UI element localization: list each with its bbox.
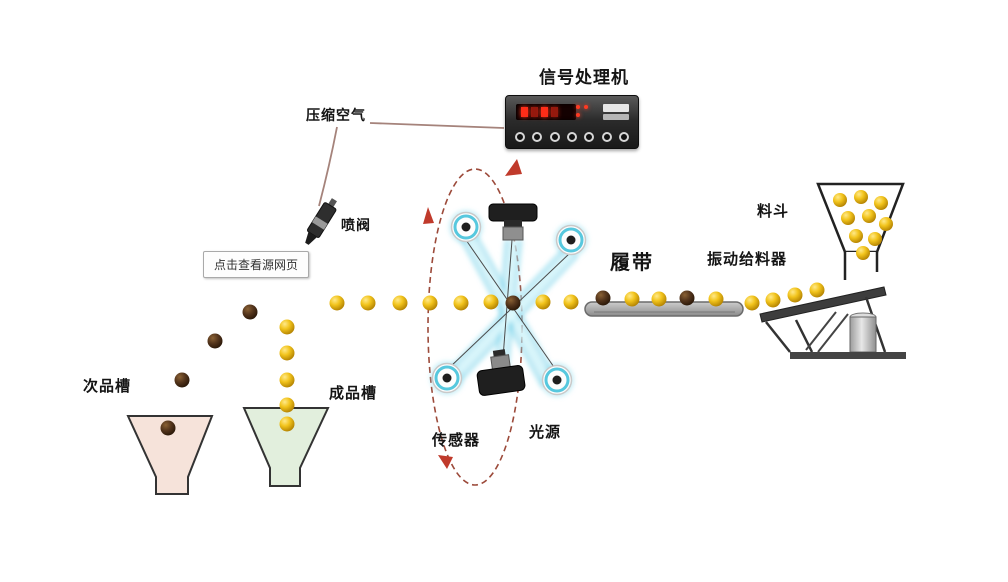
spray-valve-label: 喷阀: [341, 218, 371, 234]
sensor-label: 传感器: [432, 431, 481, 449]
good-ball: [833, 193, 847, 207]
good-ball: [422, 295, 438, 311]
bottom-camera: [476, 349, 526, 396]
defective-ball: [207, 333, 223, 349]
panel-button[interactable]: [618, 132, 629, 142]
defective-chute-label: 次品槽: [83, 377, 132, 395]
flow-arrow: [423, 207, 434, 224]
conveyor-label: 履带: [610, 250, 654, 274]
good-ball: [279, 416, 295, 432]
good-ball: [862, 209, 876, 223]
indicator-light: [576, 105, 580, 109]
defective-chute: [126, 415, 214, 495]
panel-button[interactable]: [532, 132, 543, 142]
good-ball: [360, 295, 376, 311]
good-ball: [624, 291, 640, 307]
panel-button[interactable]: [566, 132, 577, 142]
good-ball: [563, 294, 579, 310]
good-ball: [651, 291, 667, 307]
panel-button[interactable]: [584, 132, 595, 142]
good-ball: [279, 372, 295, 388]
good-ball: [279, 319, 295, 335]
panel-button[interactable]: [515, 132, 525, 142]
good-ball: [329, 295, 345, 311]
good-ball: [483, 294, 499, 310]
good-ball: [868, 232, 882, 246]
button-row: [515, 132, 629, 142]
product-balls: [160, 190, 893, 436]
good-ball: [854, 190, 868, 204]
panel-sticker: [603, 104, 629, 112]
led-segment: [520, 107, 528, 117]
good-ball: [708, 291, 724, 307]
sensor-lens: [541, 364, 573, 396]
led-segment: [540, 107, 548, 117]
panel-button[interactable]: [549, 132, 560, 142]
led-display: [516, 104, 576, 120]
defective-ball: [242, 304, 258, 320]
sensor-lenses: [431, 211, 587, 396]
good-ball: [841, 211, 855, 225]
good-ball: [874, 196, 888, 210]
panel-sticker: [603, 114, 629, 120]
indicator-light: [576, 113, 580, 117]
defective-ball: [595, 290, 611, 306]
defective-ball: [505, 295, 521, 311]
top-camera: [488, 203, 538, 241]
hopper-label: 料斗: [757, 202, 790, 220]
defective-ball: [160, 420, 176, 436]
defective-ball: [174, 372, 190, 388]
defective-ball: [679, 290, 695, 306]
led-segment: [550, 107, 558, 117]
finished-chute-label: 成品槽: [329, 384, 378, 402]
flow-arrows: [423, 159, 522, 469]
finished-chute: [242, 407, 330, 487]
good-ball: [856, 246, 870, 260]
sensor-lens: [555, 224, 587, 256]
good-ball: [809, 282, 825, 298]
signal-processor-device: [505, 95, 639, 149]
air-pipe-lines: [318, 122, 505, 207]
spray-valve-shape: [305, 198, 337, 245]
good-ball: [453, 295, 469, 311]
source-link-button[interactable]: 点击查看源网页: [203, 251, 310, 278]
compressed-air-label: 压缩空气: [306, 108, 366, 124]
good-ball: [535, 294, 551, 310]
good-ball: [765, 292, 781, 308]
flow-arrow: [438, 455, 453, 469]
good-ball: [744, 295, 760, 311]
flow-arrow: [505, 159, 522, 176]
panel-button[interactable]: [601, 132, 612, 142]
led-segment: [530, 107, 538, 117]
sensor-lens: [450, 211, 482, 243]
good-ball: [879, 217, 893, 231]
good-ball: [787, 287, 803, 303]
sensor-lens: [431, 362, 463, 394]
conveyor-belt: [584, 301, 744, 317]
signal-processor-label: 信号处理机: [539, 68, 629, 88]
good-ball: [279, 397, 295, 413]
vibrating-feeder-shape: [759, 286, 906, 359]
good-ball: [849, 229, 863, 243]
good-ball: [392, 295, 408, 311]
indicator-light: [584, 105, 588, 109]
light-source-label: 光源: [529, 423, 562, 441]
good-ball: [279, 345, 295, 361]
vibrating-feeder-label: 振动给料器: [707, 250, 788, 268]
